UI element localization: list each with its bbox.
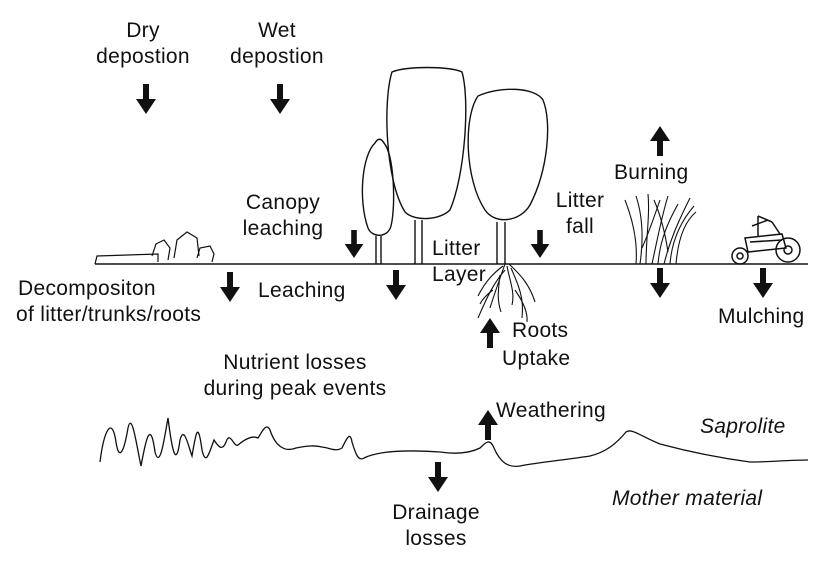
canopy-leaching-label: Canopy leaching [224,190,342,242]
wet-deposition-label: Wet depostion [212,18,342,70]
litter-layer-label: Litter Layer [432,236,512,288]
grass-tuft-icon [625,194,696,264]
weathering-label: Weathering [496,398,606,424]
tractor-icon [732,216,800,264]
up-arrow-icon [480,318,500,348]
down-arrow-icon [753,268,773,298]
down-arrow-icon [386,270,406,300]
down-arrow-icon [650,268,670,298]
roots-label: Roots [512,318,568,344]
up-arrow-icon [650,126,670,156]
tree-icon [387,68,466,265]
down-arrow-icon [270,84,290,114]
nutrient-losses-label: Nutrient losses during peak events [170,350,420,402]
down-arrow-icon [345,230,364,258]
mother-material-label: Mother material [612,486,762,512]
litter-fall-label: Litter fall [540,188,620,240]
down-arrow-icon [136,84,156,114]
log-debris-icon [95,232,214,264]
leaching-label: Leaching [258,278,346,304]
burning-label: Burning [614,160,688,186]
down-arrow-icon [428,462,448,492]
saprolite-label: Saprolite [700,414,786,440]
decomposition-label: Decompositon of litter/trunks/roots [16,276,246,328]
dry-deposition-label: Dry depostion [78,18,208,70]
drainage-losses-label: Drainage losses [374,500,498,552]
up-arrow-icon [478,410,498,440]
uptake-label: Uptake [502,346,570,372]
mulching-label: Mulching [718,304,804,330]
